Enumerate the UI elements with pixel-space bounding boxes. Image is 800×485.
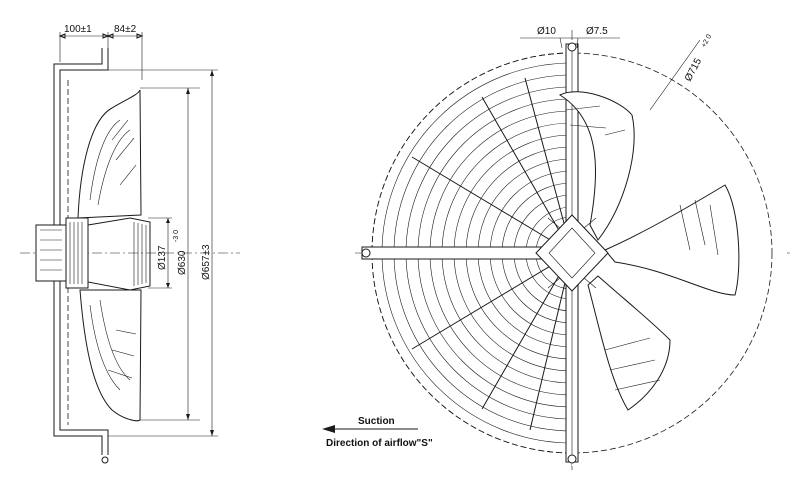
airflow-mode: Suction [358,416,395,427]
dia-inner-tol: -3 0 [173,230,180,242]
airflow-arrow-head [322,425,335,433]
blade-bottom [587,275,671,411]
dim-flange-label: 100±1 [64,24,92,35]
side-hub [87,217,151,291]
side-motor-rotor [65,217,89,289]
mount-hole-top [567,42,577,52]
blade-top [558,91,635,241]
side-view: 100±1 84±2 Ø137 Ø630 -3 0 Ø657±3 [20,24,240,464]
front-hub [535,214,609,292]
dia-inner-label: Ø630 [177,250,188,275]
dia-outer-label: Ø657±3 [201,244,212,280]
dia-hole-inner-label: Ø7.5 [586,26,608,37]
side-blade-upper [77,89,142,219]
bolt-circle-leader [649,39,701,111]
blade-right [604,184,740,296]
dia-hub-label: Ø137 [157,245,168,270]
dim-depth-label: 84±2 [114,24,137,35]
ground-marker-bottom [101,456,109,464]
airflow-label: Direction of airflow"S" [326,438,433,449]
side-blade-lower [79,289,142,422]
side-motor-body [35,224,67,282]
dia-bolt-circle-tol: +2 0 [701,33,714,49]
mount-hole-left [361,248,371,258]
dia-bolt-circle-label: Ø715 [683,56,704,83]
front-view: Ø10 Ø7.5 Ø715 +2 0 [355,26,790,470]
dia-hole-outer-label: Ø10 [537,26,556,37]
mount-hole-bottom [567,454,577,464]
airflow-indicator: Suction Direction of airflow"S" [322,416,433,449]
guard-spokes [411,77,573,431]
